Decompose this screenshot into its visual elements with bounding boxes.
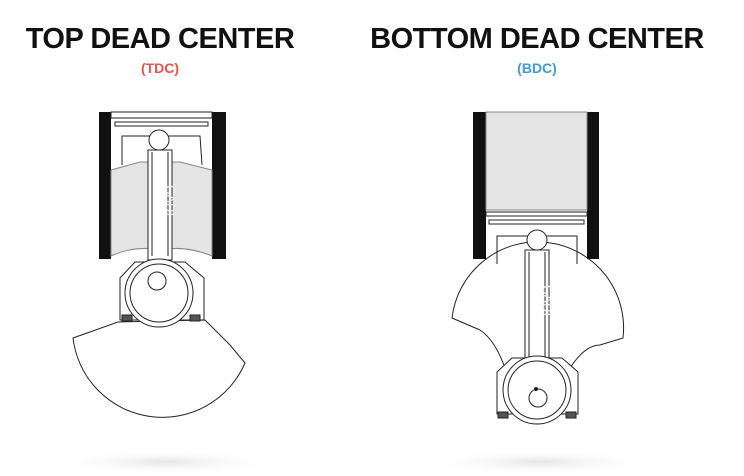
tdc-cylinder-right-wall bbox=[212, 112, 226, 259]
bdc-wrist-pin bbox=[526, 229, 548, 251]
tdc-title: TOP DEAD CENTER bbox=[25, 23, 295, 55]
bdc-diagram: CADI bbox=[451, 111, 625, 425]
tdc-watermark: CADI bbox=[163, 185, 178, 216]
tdc-floor-shadow bbox=[45, 449, 285, 475]
tdc-counterweight bbox=[72, 319, 246, 418]
tdc-crank-pin bbox=[147, 271, 167, 291]
bdc-title: BOTTOM DEAD CENTER bbox=[370, 23, 704, 55]
tdc-wrist-pin bbox=[148, 129, 170, 151]
bdc-crank-pin bbox=[528, 388, 548, 408]
tdc-diagram: CADI bbox=[72, 111, 246, 418]
tdc-abbreviation: (TDC) bbox=[140, 60, 180, 76]
bdc-abbreviation: (BDC) bbox=[517, 60, 557, 76]
bdc-piston bbox=[485, 111, 588, 264]
bdc-connecting-rod bbox=[496, 229, 579, 425]
tdc-cylinder-left-wall bbox=[99, 112, 111, 259]
bdc-floor-shadow bbox=[420, 449, 660, 475]
bdc-cylinder-right-wall bbox=[587, 112, 599, 259]
tdc-connecting-rod bbox=[119, 129, 205, 328]
bdc-watermark: CADI bbox=[540, 285, 555, 316]
bdc-cylinder-left-wall bbox=[473, 112, 486, 259]
